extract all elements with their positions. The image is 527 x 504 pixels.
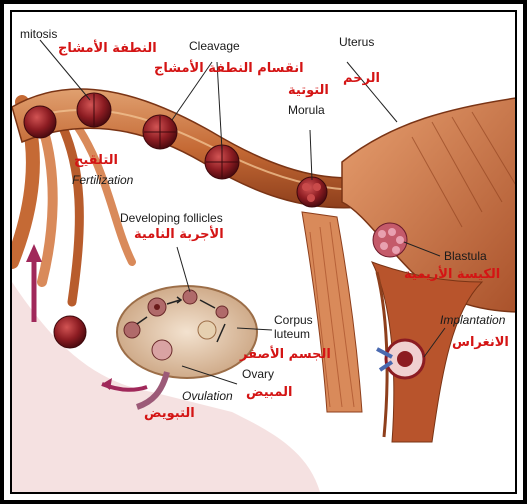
label-ovulation-en: Ovulation	[182, 389, 233, 403]
released-ovum	[54, 316, 86, 348]
label-mitosis-ar: النطفة الأمشاج	[58, 39, 157, 56]
label-cleavage-en: Cleavage	[189, 39, 240, 53]
label-corpus-en-1: Corpus	[274, 313, 313, 327]
label-uterus-ar: الرحم	[343, 71, 380, 86]
label-ovulation-ar: التبويض	[144, 406, 195, 421]
label-mitosis-en: mitosis	[20, 27, 57, 41]
label-implantation-en: Implantation	[440, 313, 506, 327]
reproduction-diagram: mitosis النطفة الأمشاج Cleavage انقسام ا…	[12, 12, 517, 494]
label-uterus-en: Uterus	[339, 35, 374, 49]
label-blastula-en: Blastula	[444, 249, 487, 263]
label-fertilization-en: Fertilization	[72, 173, 134, 187]
label-corpus-en-2: luteum	[274, 327, 310, 341]
label-follicles-en: Developing follicles	[120, 211, 223, 225]
label-implantation-ar: الانغراس	[452, 335, 509, 350]
label-morula-en: Morula	[288, 103, 325, 117]
label-cleavage-ar: انقسام النطفة الأمشاج	[154, 59, 304, 76]
blastula	[373, 223, 407, 257]
label-ovary-ar: المبيض	[246, 385, 292, 400]
label-blastula-ar: الكيسة الأريمية	[404, 265, 500, 282]
label-follicles-ar: الأجربة النامية	[134, 225, 224, 242]
label-morula-ar: التوتية	[288, 83, 329, 98]
label-fertilization-ar: التلقيح	[74, 153, 118, 168]
label-corpus-ar: الجسم الأصفر	[239, 345, 331, 362]
implanted-embryo	[377, 340, 424, 378]
label-ovary-en: Ovary	[242, 367, 274, 381]
diagram-panel: mitosis النطفة الأمشاج Cleavage انقسام ا…	[10, 10, 517, 494]
